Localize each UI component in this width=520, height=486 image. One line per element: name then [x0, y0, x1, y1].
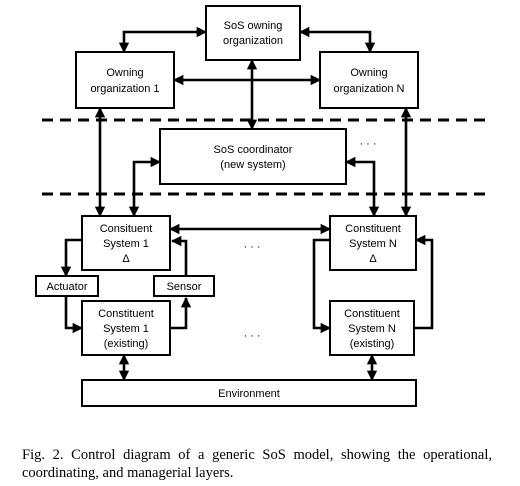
owning-org-n-line-2: organization N	[334, 83, 405, 95]
owning-org-n-line-1: Owning	[350, 67, 387, 79]
constituent-system-1-existing-box: Constituent System 1 (existing)	[81, 300, 171, 356]
arrow-sensor-to-controller	[170, 235, 188, 276]
constituent-1-delta-line-2: System 1	[103, 238, 149, 250]
arrow-system-1-to-sensor	[170, 296, 192, 330]
constituent-n-delta-symbol: Δ	[369, 253, 377, 265]
sensor-label: Sensor	[167, 281, 202, 293]
constituent-1-existing-line-1: Constituent	[98, 308, 154, 320]
constituent-system-n-existing-box: Constituent System N (existing)	[329, 300, 415, 356]
constituent-1-existing-line-3: (existing)	[104, 338, 149, 350]
actuator-box: Actuator	[35, 275, 99, 297]
existing-row-ellipsis: · · ·	[243, 330, 260, 342]
sos-owning-org-line-2: organization	[223, 35, 283, 47]
constituent-1-delta-symbol: Δ	[122, 253, 130, 265]
sos-owning-organization-box: SoS owning organization	[205, 5, 301, 61]
constituent-system-1-delta-box: Consituent System 1 Δ	[81, 215, 171, 271]
connectors	[60, 26, 434, 382]
environment-box: Environment	[81, 379, 417, 407]
owning-organization-1-box: Owning organization 1	[75, 51, 175, 109]
constituent-n-delta-line-1: Constituent	[345, 223, 401, 235]
coordinator-ellipsis: · · ·	[359, 138, 376, 150]
environment-label: Environment	[218, 388, 280, 400]
owning-organization-n-box: Owning organization N	[319, 51, 419, 109]
arrow-sos-owner-to-org-n	[298, 26, 376, 54]
arrow-controller-to-actuator	[60, 238, 82, 278]
arrow-coordinator-to-constituent-1	[128, 156, 162, 218]
constituent-n-existing-line-3: (existing)	[350, 338, 395, 350]
sos-owning-org-line-1: SoS owning	[224, 20, 283, 32]
sos-coordinator-line-1: SoS coordinator	[214, 144, 293, 156]
arrow-actuator-to-system-1	[64, 296, 84, 334]
sos-control-diagram: SoS owning organization Owning organizat…	[35, 5, 492, 407]
owning-org-1-line-1: Owning	[106, 67, 143, 79]
arrow-sos-owner-to-org-1	[118, 26, 208, 54]
constituent-1-existing-line-2: System 1	[103, 323, 149, 335]
sos-coordinator-line-2: (new system)	[220, 159, 285, 171]
actuator-label: Actuator	[47, 281, 88, 293]
constituent-n-existing-line-1: Constituent	[344, 308, 400, 320]
constituent-system-n-delta-box: Constituent System N Δ	[329, 215, 417, 271]
delta-row-ellipsis: · · ·	[243, 241, 260, 253]
arrow-coordinator-to-constituent-n	[344, 156, 380, 218]
figure-caption: Fig. 2. Control diagram of a generic SoS…	[22, 447, 492, 481]
sensor-box: Sensor	[153, 275, 215, 297]
constituent-n-delta-line-2: System N	[349, 238, 397, 250]
constituent-n-existing-line-2: System N	[348, 323, 396, 335]
sos-coordinator-box: SoS coordinator (new system)	[159, 128, 347, 185]
arrow-controller-n-to-system-n	[312, 238, 332, 334]
owning-org-1-line-2: organization 1	[90, 83, 159, 95]
arrow-system-n-to-controller-n	[414, 234, 434, 330]
constituent-1-delta-line-1: Consituent	[100, 223, 153, 235]
